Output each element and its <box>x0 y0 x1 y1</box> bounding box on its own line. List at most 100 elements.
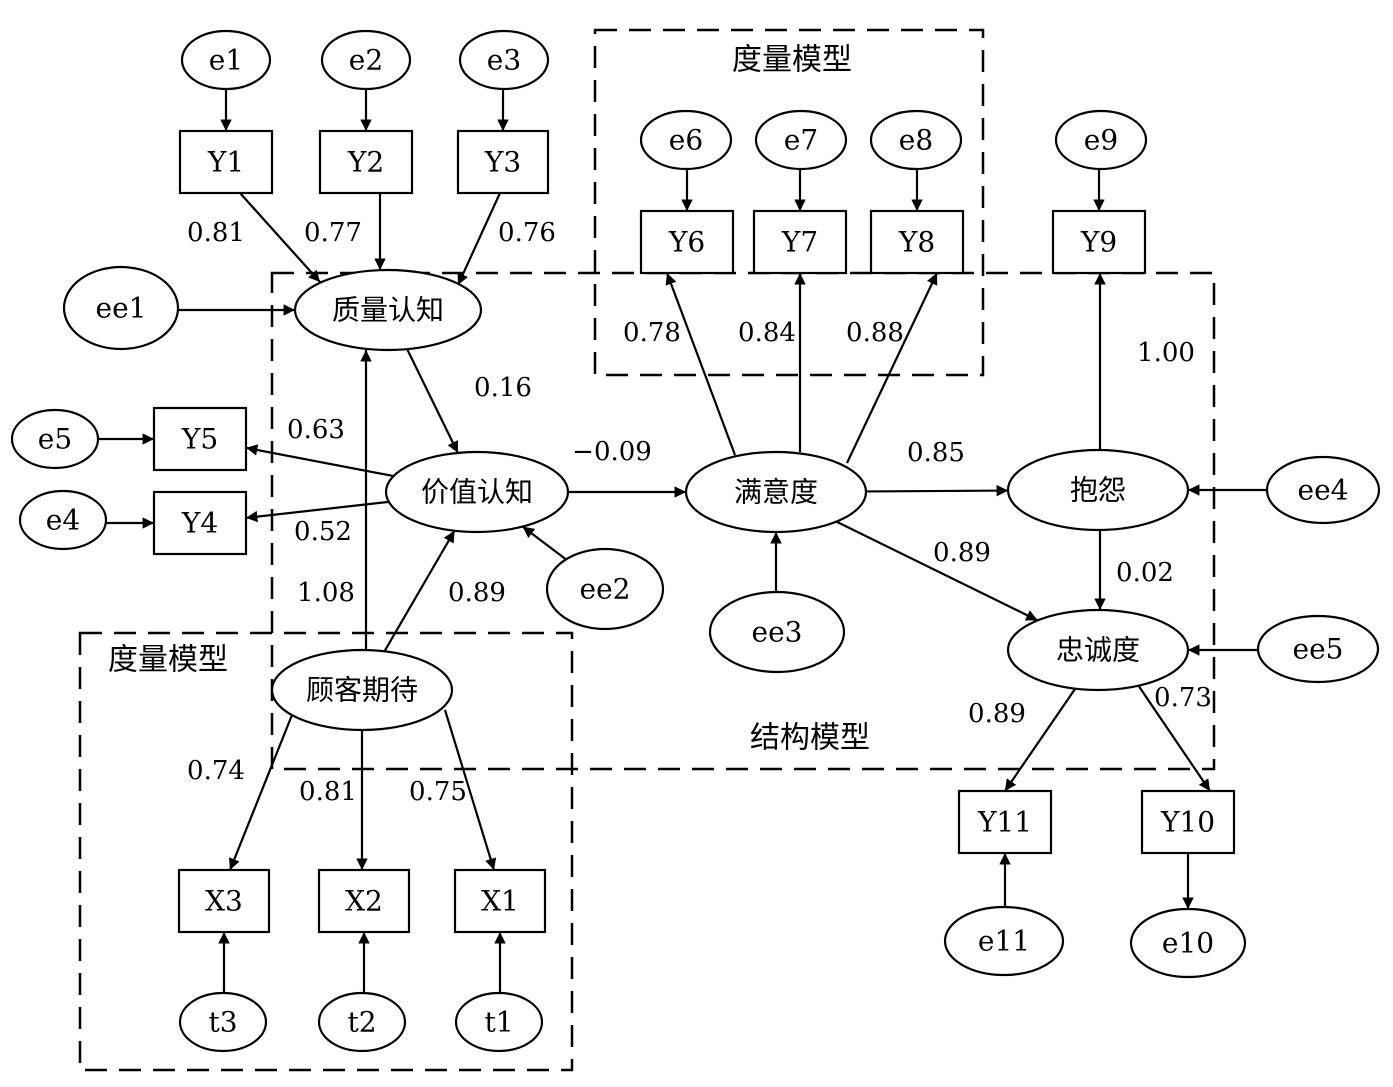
path-ee2-to-value <box>521 525 567 561</box>
coef-satisfy-to-loyalty: 0.89 <box>933 538 991 568</box>
node-label: ee3 <box>752 616 803 649</box>
latent-node-expect: 顾客期待 <box>270 648 454 732</box>
node-label: ee4 <box>1298 474 1349 507</box>
latent-node-satisfy: 满意度 <box>684 450 868 534</box>
indicator-box <box>456 129 550 195</box>
error-node-ee3: ee3 <box>708 590 846 674</box>
coef-y3-to-quality: 0.76 <box>498 218 556 248</box>
observed-node-y5: Y5 <box>152 406 248 472</box>
error-ellipse <box>178 991 268 1053</box>
path-satisfy-to-y8 <box>846 272 938 464</box>
path-satisfy-to-complain <box>865 484 1009 497</box>
frame-measure-bottom <box>78 631 574 1072</box>
frame-label-measure-top: 度量模型 <box>732 43 852 78</box>
node-label: t2 <box>347 1006 376 1039</box>
error-node-e6: e6 <box>639 109 733 171</box>
coef-value-to-satisfy: −0.09 <box>572 437 652 467</box>
frame-label-structural: 结构模型 <box>750 721 870 756</box>
error-node-e11: e11 <box>943 905 1065 977</box>
error-node-ee1: ee1 <box>62 265 180 351</box>
node-label: e9 <box>1084 124 1118 157</box>
path-y1-to-quality <box>239 192 321 283</box>
node-label: Y2 <box>347 146 384 179</box>
indicator-box <box>178 129 274 195</box>
coef-satisfy-to-y8: 0.88 <box>846 318 904 348</box>
indicator-box <box>869 209 965 275</box>
node-label: Y6 <box>668 226 705 259</box>
node-label: 满意度 <box>734 476 818 509</box>
observed-node-y6: Y6 <box>639 209 735 275</box>
coef-expect-to-x2: 0.81 <box>299 777 357 807</box>
coef-expect-to-x1: 0.75 <box>409 777 467 807</box>
indicator-box <box>752 209 848 275</box>
observed-node-y4: Y4 <box>152 490 248 556</box>
node-label: Y4 <box>181 507 218 540</box>
node-label: ee2 <box>580 573 631 606</box>
indicator-box <box>1140 789 1236 855</box>
node-label: Y10 <box>1160 806 1215 839</box>
observed-node-y8: Y8 <box>869 209 965 275</box>
node-label: 忠诚度 <box>1056 634 1140 667</box>
error-ellipse <box>458 29 550 91</box>
node-label: e10 <box>1162 927 1214 960</box>
error-node-t2: t2 <box>317 991 407 1053</box>
observed-node-y10: Y10 <box>1140 789 1236 855</box>
latent-ellipse <box>384 450 570 534</box>
error-ellipse <box>180 29 272 91</box>
path-expect-to-x1 <box>443 709 497 871</box>
node-label: t1 <box>484 1006 513 1039</box>
coef-satisfy-to-y7: 0.84 <box>738 318 796 348</box>
observed-node-y1: Y1 <box>178 129 274 195</box>
observed-node-x2: X2 <box>317 868 411 934</box>
node-label: e8 <box>899 124 933 157</box>
path-loyalty-to-y11 <box>1004 688 1076 792</box>
coef-satisfy-to-complain: 0.85 <box>907 438 965 468</box>
indicator-box <box>177 868 271 934</box>
node-label: Y3 <box>484 146 521 179</box>
node-label: e2 <box>349 44 383 77</box>
path-expect-to-x3 <box>228 714 294 871</box>
error-ellipse <box>869 109 963 171</box>
error-ellipse <box>317 991 407 1053</box>
coef-value-to-y5: 0.63 <box>287 415 345 445</box>
error-node-e4: e4 <box>18 489 108 551</box>
latent-node-quality: 质量认知 <box>293 268 483 352</box>
coef-satisfy-to-y6: 0.78 <box>623 318 681 348</box>
coef-complain-to-y9: 1.00 <box>1137 338 1195 368</box>
node-label: Y8 <box>898 226 935 259</box>
path-quality-to-value <box>406 348 459 454</box>
latent-ellipse <box>270 648 454 732</box>
node-label: e4 <box>46 504 80 537</box>
indicator-box <box>957 789 1053 855</box>
observed-node-y7: Y7 <box>752 209 848 275</box>
node-label: X2 <box>345 885 383 918</box>
indicator-box <box>317 868 411 934</box>
error-ellipse <box>1129 907 1247 979</box>
error-node-ee5: ee5 <box>1256 614 1380 684</box>
error-ellipse <box>62 265 180 351</box>
error-node-e5: e5 <box>10 408 100 470</box>
node-label: e5 <box>38 423 72 456</box>
path-satisfy-to-loyalty <box>835 520 1039 622</box>
error-ellipse <box>10 408 100 470</box>
observed-node-y2: Y2 <box>318 129 414 195</box>
latent-node-loyalty: 忠诚度 <box>1006 608 1190 692</box>
latent-ellipse <box>1006 448 1190 532</box>
coef-value-to-y4: 0.52 <box>294 517 352 547</box>
error-node-e3: e3 <box>458 29 550 91</box>
node-label: ee1 <box>96 292 147 325</box>
error-ellipse <box>545 547 665 631</box>
coef-quality-to-value: 0.16 <box>474 373 532 403</box>
error-node-e8: e8 <box>869 109 963 171</box>
error-ellipse <box>1265 455 1381 525</box>
error-ellipse <box>18 489 108 551</box>
error-ellipse <box>320 29 412 91</box>
indicator-box <box>1051 209 1147 275</box>
node-label: e6 <box>669 124 703 157</box>
error-node-t3: t3 <box>178 991 268 1053</box>
node-label: X1 <box>481 885 519 918</box>
coef-expect-to-quality: 1.08 <box>297 578 355 608</box>
indicator-box <box>152 490 248 556</box>
node-label: 价值认知 <box>421 476 533 509</box>
